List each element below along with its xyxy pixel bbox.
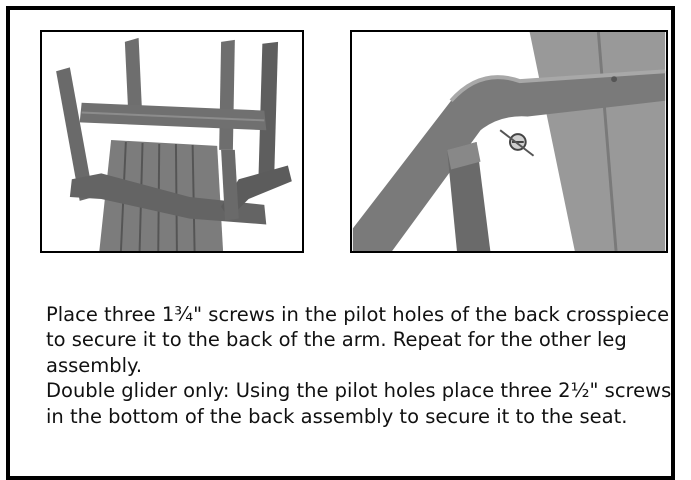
assembly-instructions: Place three 1¾" screws in the pilot hole… (46, 302, 676, 429)
instruction-step-double-glider: Double glider only: Using the pilot hole… (46, 379, 672, 428)
chair-back-assembly-photo (40, 30, 304, 253)
instruction-panel: Place three 1¾" screws in the pilot hole… (6, 6, 675, 480)
arm-screw-closeup-photo (350, 30, 668, 253)
instruction-step-back-crosspiece: Place three 1¾" screws in the pilot hole… (46, 303, 670, 377)
